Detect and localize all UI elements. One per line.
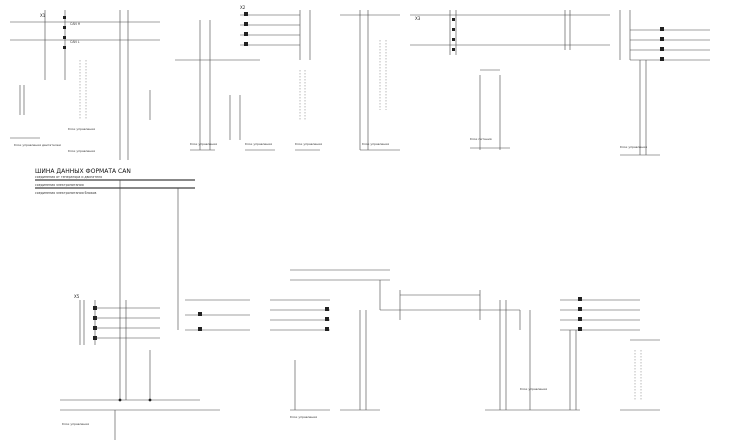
group-bottom-right: блок управления bbox=[379, 280, 660, 411]
group-top-center-left: X2 блок управления блок управления блок … bbox=[175, 5, 322, 151]
bus-subtitle: соединения от генератора и двигателя bbox=[35, 175, 102, 179]
bus-line3: соединения электропитания блоков bbox=[35, 191, 96, 195]
unit-caption: блок управления bbox=[620, 145, 647, 149]
unit-caption: блок управления bbox=[520, 387, 547, 391]
unit-caption: блок управления bbox=[190, 142, 217, 146]
unit-caption: блок управления bbox=[68, 127, 95, 131]
signal-label: CAN L bbox=[70, 40, 80, 44]
group-bottom-left: X5 блок управления bbox=[60, 260, 220, 440]
signal-label: CAN H bbox=[70, 22, 81, 26]
connector-x2-label: X2 bbox=[240, 5, 246, 10]
unit-caption: блок управления bbox=[245, 142, 272, 146]
can-bus: ШИНА ДАННЫХ ФОРМАТА CAN соединения от ге… bbox=[35, 168, 195, 260]
unit-caption: блок управления bbox=[62, 422, 89, 426]
unit-caption: блок питания bbox=[470, 137, 492, 141]
unit-caption: блок управления bbox=[68, 149, 95, 153]
unit-caption: блок управления bbox=[362, 142, 389, 146]
bus-line2: соединения электропитания bbox=[35, 183, 84, 187]
group-top-left: X1 CAN H CAN L блок управления двигателе… bbox=[10, 10, 160, 160]
unit-caption: блок управления двигателем bbox=[14, 143, 61, 147]
group-top-right: X3 блок питания блок управления bbox=[410, 10, 710, 156]
unit-caption: блок управления bbox=[290, 415, 317, 419]
group-bottom-center: блок управления bbox=[177, 260, 390, 419]
connector-x5-label: X5 bbox=[74, 294, 80, 299]
connector-x1-label: X1 bbox=[40, 13, 46, 18]
bus-title: ШИНА ДАННЫХ ФОРМАТА CAN bbox=[35, 168, 131, 175]
group-top-center: блок управления bbox=[340, 10, 400, 151]
connector-x3-label: X3 bbox=[415, 16, 421, 21]
unit-caption: блок управления bbox=[295, 142, 322, 146]
